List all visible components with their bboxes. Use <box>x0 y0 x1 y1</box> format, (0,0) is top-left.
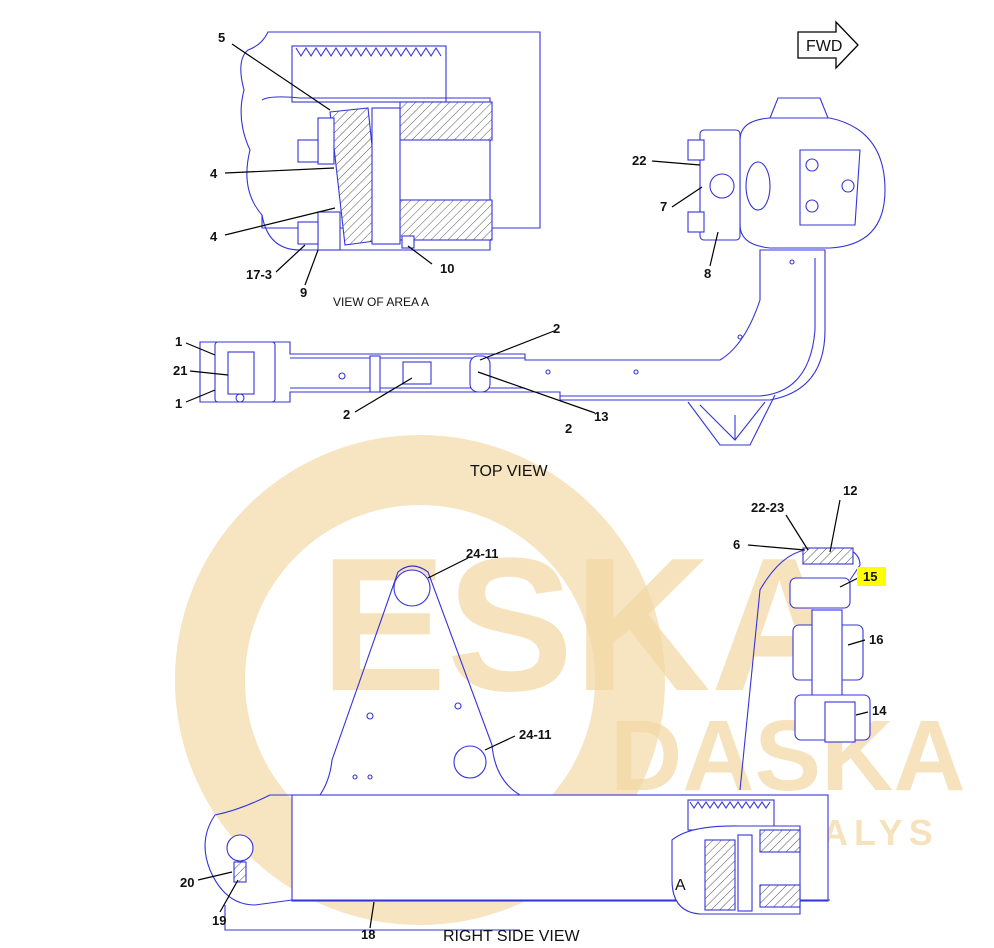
watermark-main: ESKA <box>320 519 848 731</box>
callout-16[interactable]: 16 <box>869 632 883 647</box>
callout-15[interactable]: 15 <box>863 569 877 584</box>
right-side-view-caption: RIGHT SIDE VIEW <box>443 928 581 945</box>
callout-2[interactable]: 2 <box>343 407 350 422</box>
callout-14[interactable]: 14 <box>872 703 887 718</box>
callout-2[interactable]: 2 <box>553 321 560 336</box>
callout-17-3[interactable]: 17-3 <box>246 267 272 282</box>
detail-view-area-a: VIEW OF AREA A <box>240 31 541 309</box>
callout-13[interactable]: 13 <box>594 409 608 424</box>
view-area-a-caption: VIEW OF AREA A <box>333 295 429 309</box>
callout-22[interactable]: 22 <box>632 153 646 168</box>
callout-4[interactable]: 4 <box>210 229 218 244</box>
callout-22-23[interactable]: 22-23 <box>751 500 784 515</box>
watermark-secondary: DASKA <box>610 700 966 812</box>
right-side-view: A RIGHT SIDE VIEW <box>204 547 871 945</box>
callout-8[interactable]: 8 <box>704 266 711 281</box>
callout-21[interactable]: 21 <box>173 363 187 378</box>
leader-lines <box>185 43 869 929</box>
callout-24-11[interactable]: 24-11 <box>466 546 499 561</box>
callout-5[interactable]: 5 <box>218 30 225 45</box>
callout-7[interactable]: 7 <box>660 199 667 214</box>
callout-10[interactable]: 10 <box>440 261 454 276</box>
callout-18[interactable]: 18 <box>361 927 375 942</box>
fwd-arrow: FWD <box>797 20 859 70</box>
fwd-label: FWD <box>806 38 842 55</box>
callout-6[interactable]: 6 <box>733 537 740 552</box>
callout-20[interactable]: 20 <box>180 875 194 890</box>
callout-15-highlight <box>857 567 886 586</box>
top-view-caption: TOP VIEW <box>470 463 549 480</box>
callout-12[interactable]: 12 <box>843 483 857 498</box>
top-view: TOP VIEW <box>199 97 886 480</box>
area-a-marker: A <box>675 877 686 894</box>
callout-19[interactable]: 19 <box>212 913 226 928</box>
callout-2[interactable]: 2 <box>565 421 572 436</box>
callout-1[interactable]: 1 <box>175 396 182 411</box>
callout-9[interactable]: 9 <box>300 285 307 300</box>
callout-1[interactable]: 1 <box>175 334 182 349</box>
callout-4[interactable]: 4 <box>210 166 218 181</box>
callouts: 5 4 4 17-3 9 10 22 7 8 1 21 1 2 2 2 13 2… <box>173 30 887 942</box>
callout-24-11[interactable]: 24-11 <box>519 727 552 742</box>
